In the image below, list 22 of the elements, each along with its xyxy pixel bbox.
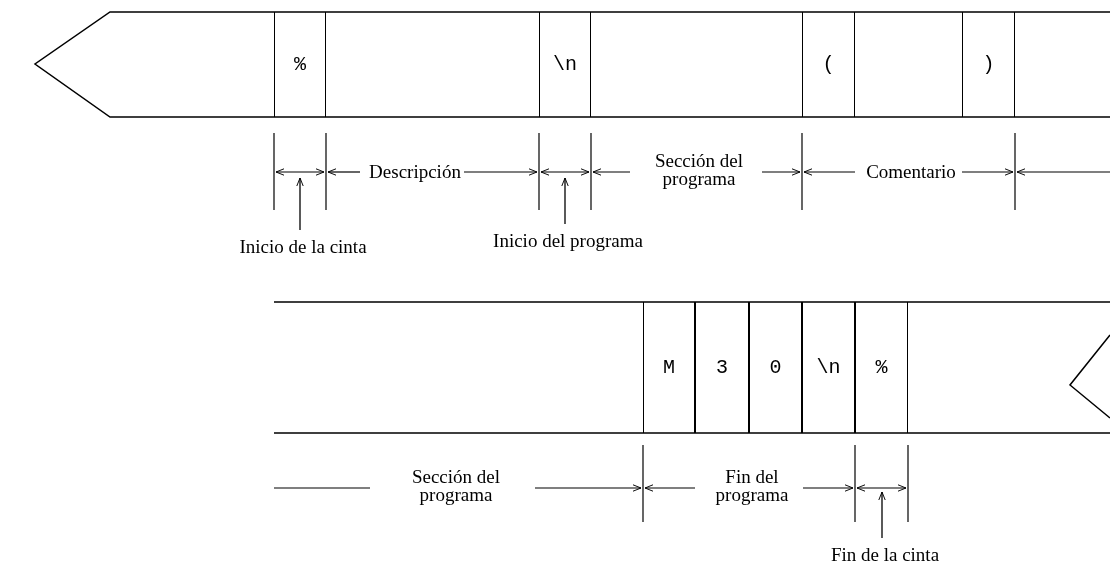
tape-character-cell: M [643, 302, 695, 433]
tape-band [274, 302, 1110, 433]
dimension-label: Descripción [369, 161, 461, 182]
tape-character-cell: ) [962, 12, 1015, 117]
callout-label: Fin de la cinta [830, 544, 940, 565]
callout-label: Inicio del programa [493, 230, 643, 251]
tape-character-cell: 0 [749, 302, 802, 433]
callout-label: Inicio de la cinta [239, 236, 367, 257]
tape-character-cell: \n [539, 12, 591, 117]
tape-character-cell: \n [802, 302, 855, 433]
dimension-label: Sección del programa [654, 150, 744, 189]
tape-character-cell: 3 [695, 302, 749, 433]
leader-arrow [878, 491, 886, 539]
dimension-label: Fin del programa [715, 466, 789, 505]
tape-character-cell: ( [802, 12, 855, 117]
tape-character-cell: % [274, 12, 326, 117]
dimension-label: Sección del programa [411, 466, 501, 505]
dimension-label: Comentario [866, 161, 956, 182]
leader-arrow [561, 177, 569, 225]
tape-character-cell: % [855, 302, 908, 433]
tape-band [35, 12, 1110, 117]
leader-arrow [296, 177, 304, 231]
